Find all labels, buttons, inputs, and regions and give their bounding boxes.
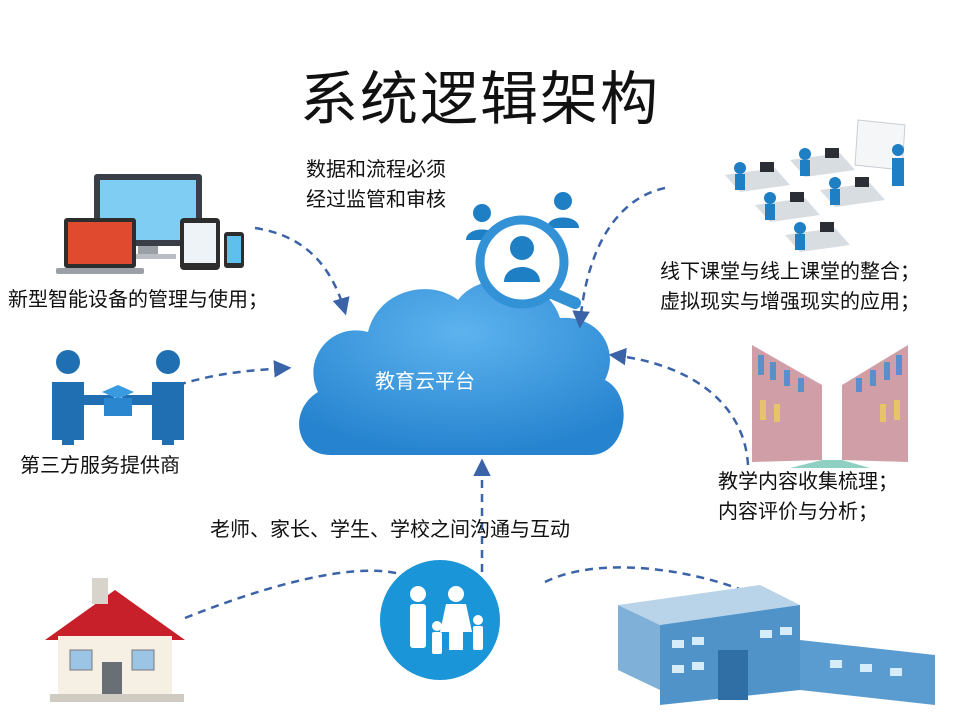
house-icon <box>45 578 185 702</box>
monitor-note: 数据和流程必须 经过监管和审核 <box>306 154 446 214</box>
arrow-classroom <box>572 186 666 329</box>
classroom-note-line2: 虚拟现实与增强现实的应用； <box>660 289 920 313</box>
devices-icon <box>56 174 244 274</box>
arrow-devices <box>254 226 350 316</box>
connector-school <box>544 566 743 592</box>
connector-house <box>184 569 419 620</box>
classroom-icon <box>725 119 906 252</box>
monitor-note-line1: 数据和流程必须 <box>306 157 446 181</box>
handshake-icon <box>52 350 184 445</box>
classroom-note-line1: 线下课堂与线上课堂的整合； <box>660 259 920 283</box>
family-icon <box>380 560 500 680</box>
devices-note: 新型智能设备的管理与使用； <box>8 287 268 311</box>
content-note-line2: 内容评价与分析； <box>718 499 878 523</box>
arrow-third-party <box>177 360 292 387</box>
arrow-content <box>608 347 750 466</box>
cloud-shape <box>299 280 624 455</box>
content-note-line1: 教学内容收集梳理； <box>718 469 898 493</box>
classroom-note: 线下课堂与线上课堂的整合； 虚拟现实与增强现实的应用； <box>660 256 920 316</box>
cloud-platform-label: 教育云平台 <box>375 369 475 393</box>
connectors <box>177 186 750 620</box>
monitor-note-line2: 经过监管和审核 <box>306 187 446 211</box>
third-party-note: 第三方服务提供商 <box>20 453 180 477</box>
library-shelves-icon <box>752 345 908 468</box>
communication-note: 老师、家长、学生、学校之间沟通与互动 <box>210 517 570 541</box>
school-building-icon <box>618 585 935 705</box>
review-magnifier-icon <box>466 192 581 309</box>
page-title: 系统逻辑架构 <box>299 65 660 133</box>
content-note: 教学内容收集梳理； 内容评价与分析； <box>718 466 898 526</box>
